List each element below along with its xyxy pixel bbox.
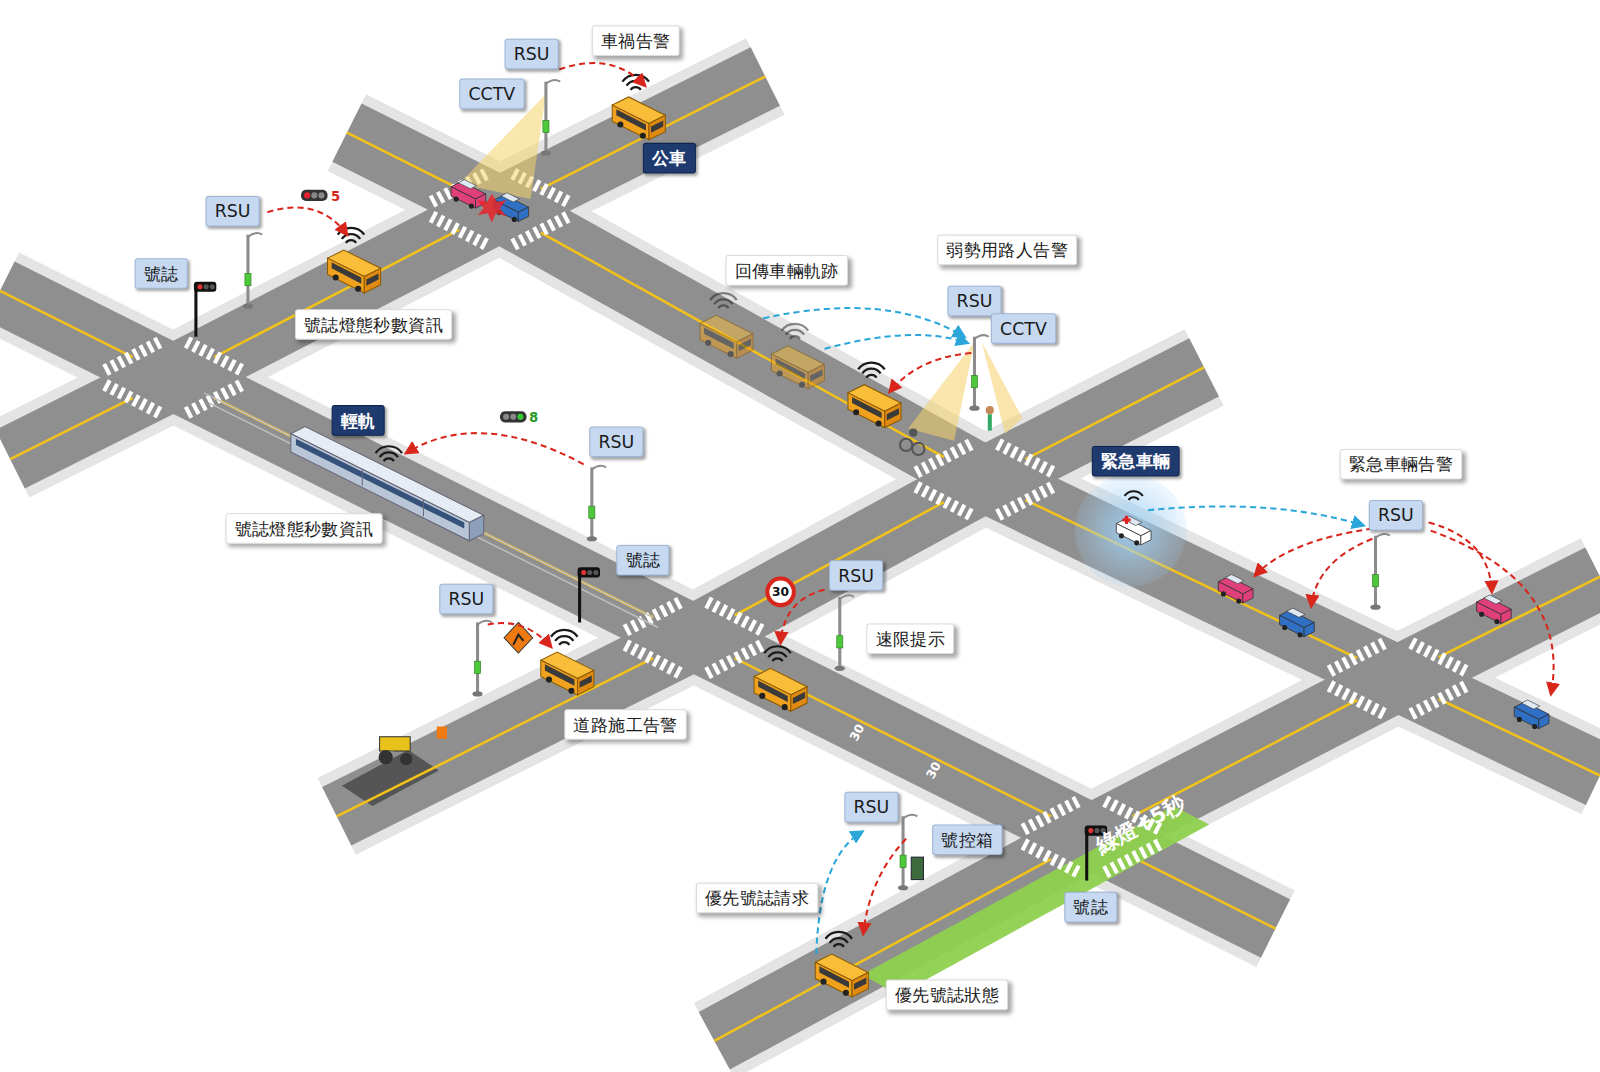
comm-arrows <box>267 63 1553 954</box>
device-tag: RSU <box>1369 500 1423 531</box>
node-text: 回傳車輛軌跡 <box>735 259 839 281</box>
signal-controller <box>911 857 923 879</box>
node-text: RSU <box>957 290 993 312</box>
road-marking: 30 <box>847 722 868 744</box>
function-callout: 弱勢用路人告警 <box>937 235 1077 266</box>
vehicle-tag: 緊急車輛 <box>1092 446 1180 477</box>
node-text: RSU <box>514 43 550 65</box>
node-text: RSU <box>838 564 874 586</box>
node-text: 優先號誌請求 <box>705 887 809 909</box>
device-tag: RSU <box>844 792 898 823</box>
function-callout: 優先號誌請求 <box>696 883 818 914</box>
green-priority-band <box>862 806 1209 995</box>
device-tag: RSU <box>505 39 559 70</box>
device-tag: RSU <box>206 196 260 227</box>
node-text: 優先號誌狀態 <box>895 984 999 1006</box>
node-text: 號誌燈態秒數資訊 <box>304 313 443 335</box>
ghost-buses <box>700 293 824 389</box>
signal-icons <box>301 190 527 423</box>
node-text: 速限提示 <box>876 628 945 650</box>
function-callout: 車禍告警 <box>592 26 680 57</box>
device-tag: RSU <box>947 286 1001 317</box>
speed-sign <box>767 579 794 606</box>
node-text: CCTV <box>468 83 515 105</box>
node-text: 緊急車輛 <box>1101 450 1170 472</box>
node-text: 車禍告警 <box>601 30 670 52</box>
signal-seconds: 8 <box>529 410 538 425</box>
signal-seconds: 5 <box>331 188 340 203</box>
device-tag: CCTV <box>991 313 1056 344</box>
node-text: 輕軌 <box>341 409 376 431</box>
node-text: 號誌 <box>626 549 661 571</box>
vehicle-tag: 輕軌 <box>332 405 385 436</box>
cars <box>1218 574 1549 729</box>
green-extension-text: 綠燈+5秒 <box>1091 789 1190 860</box>
road-sidewalks <box>0 77 1600 1041</box>
node-text: 公車 <box>652 147 687 169</box>
function-callout: 號誌燈態秒數資訊 <box>295 309 452 340</box>
vehicle-tag: 公車 <box>643 143 696 174</box>
node-text: 緊急車輛告警 <box>1349 453 1453 475</box>
road-asphalt <box>0 77 1600 1041</box>
function-callout: 緊急車輛告警 <box>1340 449 1462 480</box>
node-text: 道路施工告警 <box>573 713 677 735</box>
device-tag: RSU <box>439 584 493 615</box>
speed-limit-number: 30 <box>772 585 789 599</box>
construction-asphalt <box>342 750 439 806</box>
buses <box>328 75 901 997</box>
node-text: CCTV <box>1000 317 1047 339</box>
device-tag: 號控箱 <box>932 824 1002 855</box>
road-users <box>900 406 994 455</box>
ambulance <box>1074 474 1186 586</box>
road-centerlines <box>0 77 1600 1041</box>
cctv-cones <box>459 94 1022 441</box>
function-callout: 優先號誌狀態 <box>886 980 1008 1011</box>
crash-cars <box>451 180 529 223</box>
light-rail-track <box>204 393 658 628</box>
function-callout: 道路施工告警 <box>564 709 686 740</box>
device-tag: 號誌 <box>616 545 669 576</box>
node-text: RSU <box>448 588 484 610</box>
node-text: RSU <box>598 431 634 453</box>
node-text: 號誌 <box>144 262 179 284</box>
function-callout: 號誌燈態秒數資訊 <box>226 513 383 544</box>
node-text: 號誌 <box>1073 896 1108 918</box>
traffic-lights <box>194 282 1107 881</box>
device-tag: 號誌 <box>135 258 188 289</box>
node-text: RSU <box>854 796 890 818</box>
node-text: RSU <box>215 200 251 222</box>
function-callout: 速限提示 <box>866 623 954 654</box>
node-text: 號誌燈態秒數資訊 <box>235 517 374 539</box>
device-tag: RSU <box>589 427 643 458</box>
node-text: 號控箱 <box>941 829 993 851</box>
crosswalks <box>105 173 1466 872</box>
road-marking: 30 <box>923 760 944 782</box>
function-callout: 回傳車輛軌跡 <box>726 255 848 286</box>
node-text: RSU <box>1378 504 1414 526</box>
poles <box>243 80 1390 890</box>
construction <box>379 622 533 765</box>
device-tag: RSU <box>829 560 883 591</box>
device-tag: 號誌 <box>1064 892 1117 923</box>
node-text: 弱勢用路人告警 <box>946 239 1067 261</box>
device-tag: CCTV <box>459 79 524 110</box>
